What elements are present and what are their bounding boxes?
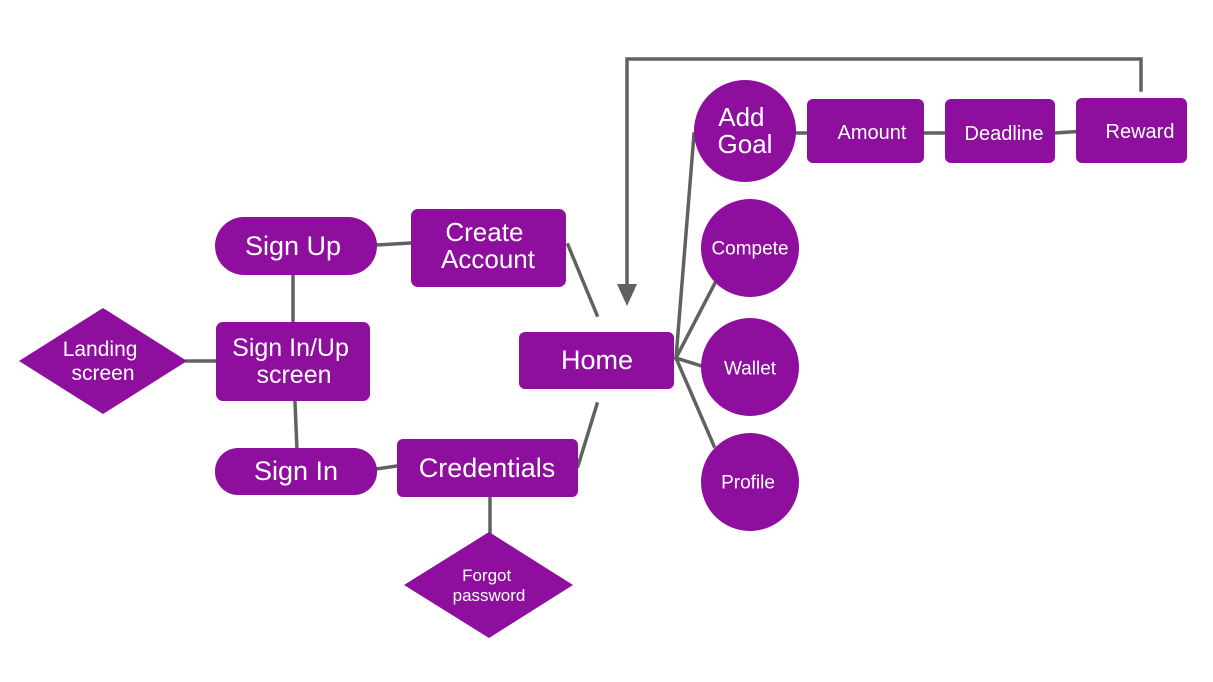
edge-signin-credentials [374,464,399,471]
node-landing-screen: Landing screen [19,308,187,414]
edge-signup-createaccount [374,241,413,247]
node-credentials-label: Credentials [419,453,556,483]
node-sign-in-up-line1: Sign In/Up [232,334,349,362]
nodes: Landing screen Sign Up Sign In/Up screen… [19,80,1187,638]
node-forgot-password: Forgot password [404,532,573,638]
svg-text:Add Goal: Add Goal [718,102,773,159]
svg-text:Sign In/Up screen: Sign In/Up screen [232,334,356,389]
node-forgot-line2: password [453,586,526,605]
edge-home-compete [673,280,718,361]
node-create-account: Create Account [411,209,566,287]
node-reward: Reward [1076,98,1187,163]
arrowhead-home [617,284,637,306]
node-compete: Compete [701,199,799,297]
svg-text:Forgot password: Forgot password [453,566,526,605]
node-sign-in-up-screen: Sign In/Up screen [216,322,370,401]
node-sign-in-label: Sign In [254,456,338,486]
node-sign-up: Sign Up [215,217,377,275]
svg-text:Landing screen: Landing screen [63,338,144,385]
node-sign-up-label: Sign Up [245,231,341,261]
edge-home-profile [673,355,717,449]
node-add-goal-line1: Add [718,102,764,132]
edge-reward-loop-home [625,57,1143,292]
node-compete-label: Compete [711,239,788,260]
node-profile: Profile [701,433,799,531]
edge-createaccount-home [565,242,600,318]
node-profile-label: Profile [721,473,775,494]
edge-signinup-signin [293,400,299,452]
node-sign-in: Sign In [215,448,377,495]
svg-text:Create Account: Create Account [441,217,536,274]
node-sign-in-up-line2: screen [256,361,331,389]
node-forgot-line1: Forgot [462,566,511,585]
edge-home-wallet [673,355,708,370]
node-landing-line1: Landing [63,338,138,361]
edge-credentials-home [575,401,600,469]
node-create-account-line1: Create [445,217,523,247]
node-add-goal: Add Goal [694,80,796,182]
node-amount: Amount [807,99,924,163]
node-amount-label: Amount [838,122,907,144]
node-home: Home [519,332,674,389]
node-wallet: Wallet [701,318,799,416]
edge-home-addgoal [674,132,696,360]
node-landing-line2: screen [71,362,134,385]
node-create-account-line2: Account [441,244,536,274]
node-credentials: Credentials [397,439,578,497]
node-add-goal-line2: Goal [718,129,773,159]
node-deadline: Deadline [945,99,1055,163]
node-deadline-label: Deadline [965,123,1044,145]
node-wallet-label: Wallet [724,359,777,380]
node-reward-label: Reward [1106,121,1175,143]
node-home-label: Home [561,345,633,375]
